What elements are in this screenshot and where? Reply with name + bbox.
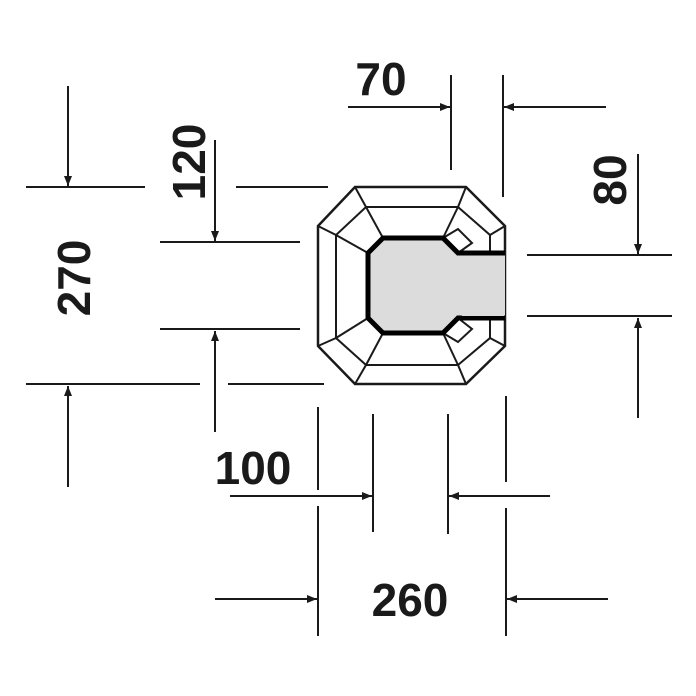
dim-label-120: 120 <box>163 124 215 201</box>
dim-label-80: 80 <box>584 154 636 205</box>
basin-outline <box>316 185 507 386</box>
dim-label-260: 260 <box>372 574 449 626</box>
dim-label-70: 70 <box>355 53 406 105</box>
extension-lines <box>26 75 672 636</box>
dimension-arrows <box>64 86 642 603</box>
dim-label-270: 270 <box>48 240 100 317</box>
dim-label-100: 100 <box>215 442 292 494</box>
dimension-labels: 70 100 260 270 120 80 <box>48 53 636 626</box>
